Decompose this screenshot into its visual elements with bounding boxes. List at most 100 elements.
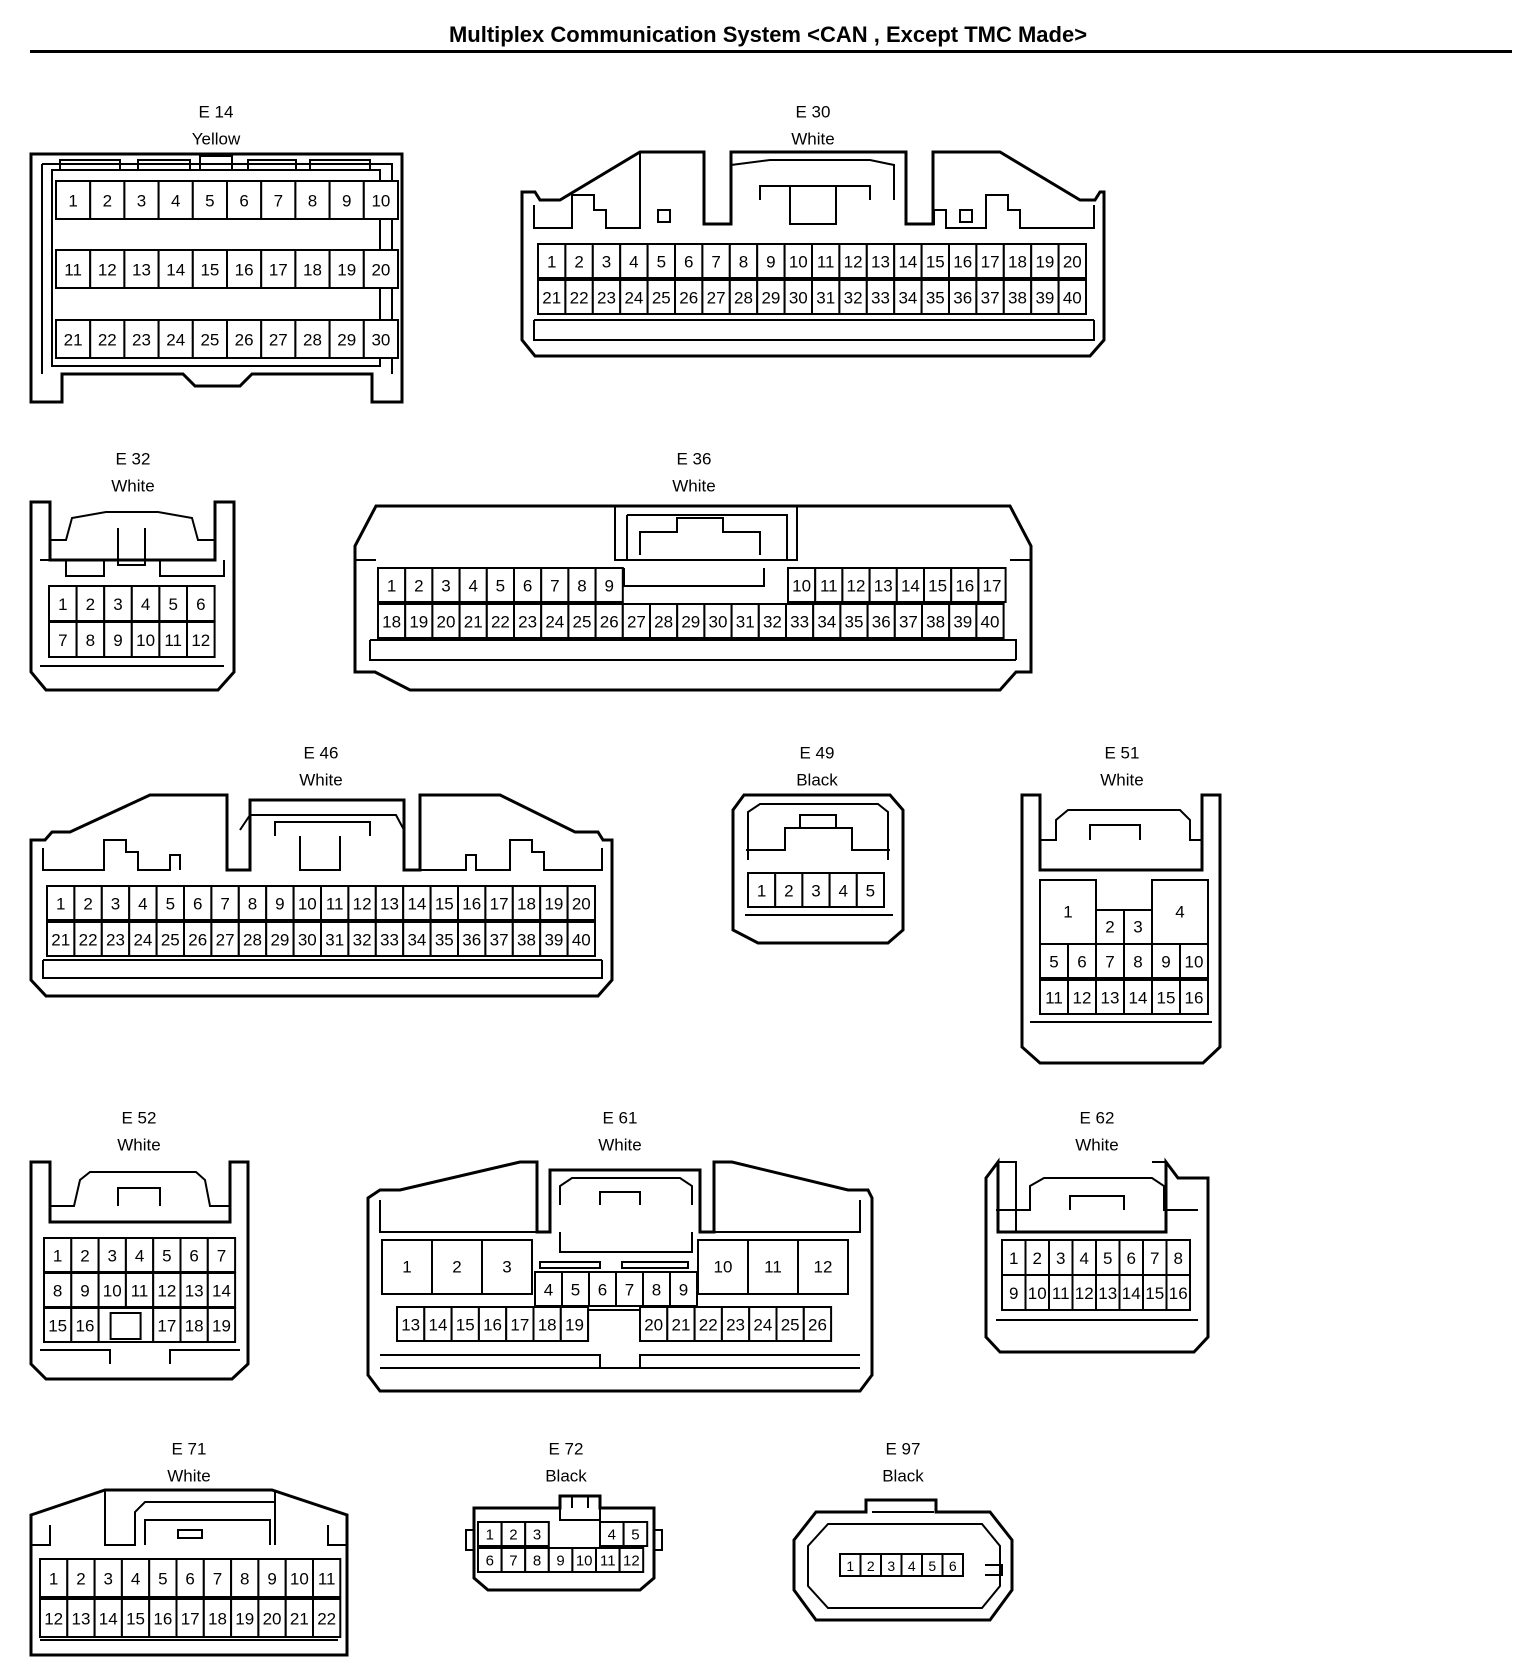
pin-cell: 30 (362, 319, 399, 359)
pin-label: 21 (51, 931, 70, 950)
pin-label: 4 (629, 253, 638, 272)
pin-label: 11 (131, 1282, 149, 1301)
pin-cell: 36 (948, 279, 978, 315)
pin-cell: 15 (1151, 979, 1181, 1015)
pin-cell: 14 (93, 1598, 123, 1638)
pin-cell: 34 (812, 603, 842, 639)
pin-label: 7 (220, 895, 229, 914)
pin-label: 17 (157, 1317, 176, 1336)
pin-label: 21 (464, 613, 483, 632)
pin-label: 27 (269, 331, 288, 350)
pin-cell: 11 (1048, 1274, 1074, 1311)
pin-label: 31 (325, 931, 344, 950)
pin-cell: 11 (312, 1558, 342, 1598)
pin-label: 6 (239, 192, 248, 211)
pin-cell: 28 (237, 921, 268, 957)
pin-cell: 31 (730, 603, 760, 639)
pin-cell: 2 (859, 1553, 882, 1577)
pin-label: 23 (597, 289, 616, 308)
pin-cell: 19 (1030, 243, 1060, 279)
pin-label: 9 (80, 1282, 89, 1301)
pin-cell: 20 (257, 1598, 287, 1638)
pin-label: 13 (401, 1316, 420, 1335)
pin-cell: 16 (1165, 1274, 1191, 1311)
pin-cell: 18 (1002, 243, 1033, 279)
pin-cell: 27 (621, 603, 651, 639)
pin-cell: 14 (895, 567, 925, 603)
pin-cell: 9 (103, 621, 133, 658)
pin-cell: 16 (457, 885, 487, 921)
pin-cell: 22 (485, 603, 515, 639)
pin-cell: 21 (458, 603, 488, 639)
pin-label: 8 (248, 895, 257, 914)
pin-cell: 30 (783, 279, 813, 315)
pin-label: 2 (784, 882, 793, 901)
pin-cell: 3 (123, 180, 160, 220)
pin-label: 8 (533, 1553, 541, 1570)
pin-label: 25 (781, 1316, 800, 1335)
pin-label: 1 (402, 1258, 411, 1277)
pin-label: 9 (267, 1570, 276, 1589)
pin-label: 13 (1098, 1284, 1117, 1303)
pin-label: 12 (847, 577, 866, 596)
pin-cell: 8 (237, 885, 268, 921)
pin-label: 1 (56, 895, 65, 914)
e52-color-label: White (117, 1136, 160, 1155)
pin-cell: 3 (801, 872, 831, 908)
pin-cell: 20 (639, 1306, 669, 1342)
pin-cell: 17 (975, 243, 1005, 279)
pin-label: 30 (371, 331, 390, 350)
pin-label: 32 (763, 613, 782, 632)
pin-label: 3 (113, 595, 122, 614)
pin-cell: 30 (703, 603, 733, 639)
pin-label: 14 (428, 1316, 447, 1335)
pin-cell: 20 (1057, 243, 1087, 279)
pin-label: 8 (652, 1281, 661, 1300)
pin-label: 22 (491, 613, 510, 632)
pin-label: 11 (600, 1553, 616, 1570)
pin-cell: 26 (802, 1306, 833, 1342)
pin-cell: 10 (1179, 943, 1209, 979)
pin-label: 9 (604, 577, 613, 596)
pin-label: 1 (49, 1570, 58, 1589)
pin-label: 39 (1035, 289, 1054, 308)
pin-cell: 14 (1118, 1274, 1144, 1311)
pin-label: 31 (816, 289, 835, 308)
pin-label: 27 (627, 613, 646, 632)
pin-label: 4 (131, 1570, 140, 1589)
pin-label: 24 (133, 931, 152, 950)
pin-cell: 6 (941, 1553, 964, 1577)
pin-label: 15 (928, 577, 947, 596)
pin-label: 4 (1080, 1249, 1089, 1268)
pin-label: 20 (572, 895, 591, 914)
pin-cell: 33 (865, 279, 896, 315)
pin-label: 23 (106, 931, 125, 950)
pin-cell: 15 (923, 567, 953, 603)
pin-label: 20 (263, 1610, 282, 1629)
pin-cell: 12 (841, 567, 871, 603)
pin-cell: 20 (566, 885, 596, 921)
pin-cell: 18 (179, 1307, 209, 1343)
pin-cell: 25 (191, 319, 229, 359)
pin-label: 4 (608, 1527, 616, 1544)
pin-label: 17 (490, 895, 509, 914)
pin-label: 12 (157, 1282, 176, 1301)
pin-cell: 7 (48, 621, 78, 658)
pin-cell: 16 (950, 567, 980, 603)
pin-label: 2 (574, 253, 583, 272)
pin-label: 1 (68, 192, 77, 211)
pin-cell: 25 (567, 603, 597, 639)
pin-cell: 9 (257, 1558, 287, 1598)
pin-cell: 28 (728, 279, 759, 315)
pin-label: 9 (1161, 953, 1170, 972)
pin-cell: 6 (226, 180, 263, 220)
pin-label: 19 (544, 895, 563, 914)
pin-cell: 9 (1151, 943, 1181, 979)
pin-cell: 24 (540, 603, 570, 639)
pin-cell: 24 (157, 319, 194, 359)
pin-cell: 39 (1030, 279, 1060, 315)
